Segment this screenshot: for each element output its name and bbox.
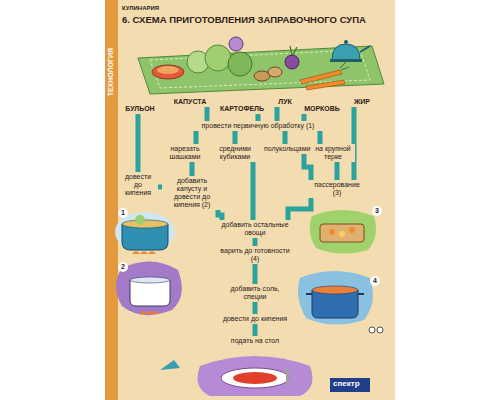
flow-band <box>302 114 307 121</box>
step-text: добавить капусту и довести до кипения (2… <box>164 177 220 209</box>
callout-number: 3 <box>372 206 382 216</box>
callout-number: 2 <box>118 262 128 272</box>
flow-band <box>304 154 311 180</box>
step-text: пассерование (3) <box>309 181 365 197</box>
flow-band <box>218 210 222 220</box>
poster-ground <box>105 0 395 400</box>
step-text: КАРТОФЕЛЬ <box>219 105 265 113</box>
pot-picture <box>298 271 383 333</box>
subject-name: ТЕХНОЛОГИЯ <box>107 48 115 96</box>
flow-band <box>136 114 141 172</box>
flow-band <box>318 131 323 144</box>
logo-plate <box>330 378 370 392</box>
process-step: нарезать шашками <box>163 144 207 162</box>
step-text: МОРКОВЬ <box>302 105 342 113</box>
frying-picture <box>310 210 376 254</box>
ingredient-label: МОРКОВЬ <box>300 104 344 114</box>
process-step: добавить остальные овощи <box>218 220 292 238</box>
poster-title: 6. СХЕМА ПРИГОТОВЛЕНИЯ ЗАПРАВОЧНОГО СУПА <box>122 14 366 25</box>
ingredient-label: ЛУК <box>273 97 297 107</box>
ingredient-label: БУЛЬОН <box>120 104 160 114</box>
flow-band <box>288 198 311 220</box>
process-step: подать на стол <box>218 336 292 346</box>
flow-band <box>275 107 280 121</box>
step-text: добавить соль, специи <box>220 285 290 301</box>
step-text: довести до кипения <box>120 173 156 197</box>
step-text: нарезать шашками <box>165 145 205 161</box>
process-step: довести до кипения <box>118 172 158 198</box>
side-band <box>105 0 118 400</box>
step-text: КАПУСТА <box>171 98 209 106</box>
step-text: провести первичную обработку (1) <box>194 122 322 130</box>
process-step: полукольцами <box>262 144 308 154</box>
callout-number: 4 <box>370 276 380 286</box>
flow-band <box>194 131 199 144</box>
flow-band <box>253 302 258 314</box>
process-step: добавить соль, специи <box>218 284 292 302</box>
step-text: на крупной терке <box>313 145 353 161</box>
process-step: добавить капусту и довести до кипения (2… <box>162 176 222 210</box>
step-text: довести до кипения <box>220 315 290 323</box>
process-step: провести первичную обработку (1) <box>192 121 324 131</box>
flow-band <box>256 114 261 121</box>
flow-band <box>233 131 238 144</box>
section-name: КУЛИНАРИЯ <box>122 4 159 12</box>
step-text: варить до готовности (4) <box>220 247 290 263</box>
process-step: варить до готовности (4) <box>218 246 292 264</box>
process-step: на крупной терке <box>311 144 355 162</box>
tablecloth-picture <box>138 37 384 94</box>
step-text: добавить остальные овощи <box>220 221 290 237</box>
step-text: полукольцами <box>264 145 306 153</box>
ingredient-label: ЖИР <box>350 97 374 107</box>
step-text: средними кубиками <box>215 145 255 161</box>
flow-band <box>253 324 258 336</box>
flow-band <box>335 162 340 180</box>
step-text: ЛУК <box>275 98 295 106</box>
process-step: довести до кипения <box>218 314 292 324</box>
callout-number: 1 <box>118 208 128 218</box>
step-text: ЖИР <box>352 98 372 106</box>
flow-band <box>283 131 288 144</box>
flow-band <box>205 107 210 121</box>
pot-picture <box>115 212 175 254</box>
step-text: БУЛЬОН <box>122 105 158 113</box>
step-text: подать на стол <box>220 337 290 345</box>
process-step: пассерование (3) <box>307 180 367 198</box>
ingredient-label: КАПУСТА <box>169 97 211 107</box>
flow-band <box>253 238 258 246</box>
flow-band <box>253 264 258 284</box>
plate-picture <box>160 356 312 396</box>
flow-band <box>251 162 256 220</box>
ingredient-label: КАРТОФЕЛЬ <box>217 104 267 114</box>
pot-picture <box>116 261 182 315</box>
flow-band <box>190 162 195 176</box>
process-step: средними кубиками <box>213 144 257 162</box>
logo-text: спектр <box>333 380 360 388</box>
